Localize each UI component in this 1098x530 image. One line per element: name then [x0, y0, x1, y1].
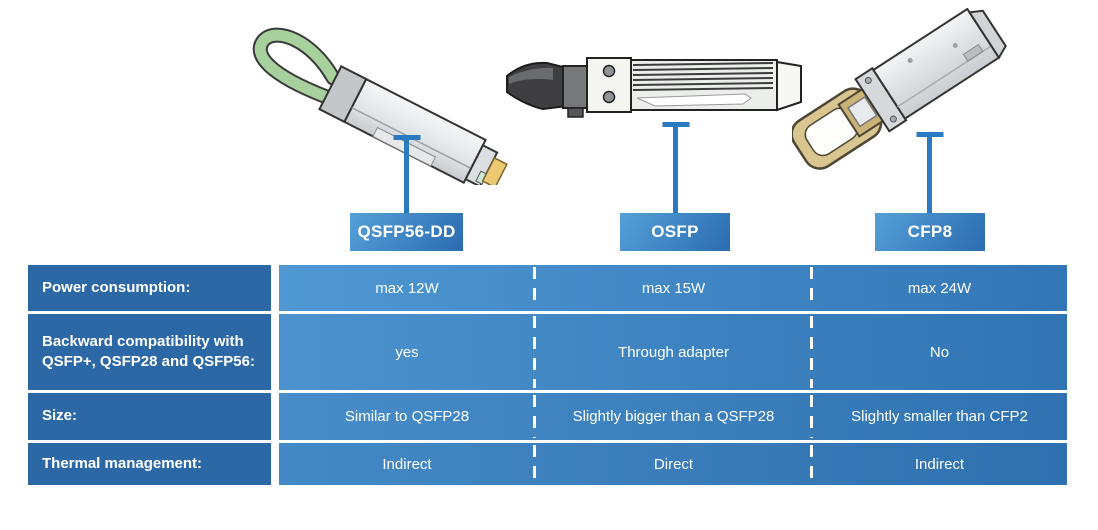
cell-osfp: Direct [653, 455, 694, 473]
cfp8-module-illustration [792, 8, 1007, 170]
table-row-thermal-management: Thermal management: Indirect Direct Indi… [28, 443, 1067, 485]
row-data: yes Through adapter No [279, 314, 1067, 390]
row-data: Similar to QSFP28 Slightly bigger than a… [279, 393, 1067, 440]
module-tip [776, 60, 802, 112]
cell-qsfp56-dd: max 12W [375, 279, 439, 297]
dashed-column-separator [810, 316, 813, 388]
cell-cfp8: No [929, 343, 950, 361]
dashed-column-separator [810, 267, 813, 309]
latch-window [846, 96, 878, 128]
row-data: Indirect Direct Indirect [279, 443, 1067, 485]
row-header: Size: [28, 393, 271, 440]
cell-cfp8: max 24W [907, 279, 972, 297]
callout-line-osfp [673, 122, 678, 213]
boot-neck [562, 65, 588, 109]
row-header: Thermal management: [28, 443, 271, 485]
module-label-text: QSFP56-DD [357, 222, 456, 241]
screw-dot [952, 42, 958, 48]
dashed-column-separator [533, 395, 536, 438]
module-label-text: OSFP [651, 222, 699, 241]
screw [602, 90, 616, 104]
cell-cfp8: Slightly smaller than CFP2 [851, 408, 1028, 425]
cell-osfp: max 15W [641, 279, 706, 297]
module-label-cfp8: CFP8 [875, 213, 985, 251]
dashed-column-separator [533, 445, 536, 483]
screw-dot [907, 57, 913, 63]
port-marking [962, 43, 984, 62]
row-header: Power consumption: [28, 265, 271, 311]
osfp-module-illustration [506, 57, 802, 118]
comparison-table: Power consumption: max 12W max 15W max 2… [28, 265, 1067, 485]
dashed-column-separator [810, 445, 813, 483]
table-row-size: Size: Similar to QSFP28 Slightly bigger … [28, 393, 1067, 440]
cell-qsfp56-dd: Indirect [382, 455, 432, 473]
gold-edge-connector [481, 156, 508, 185]
table-row-power-consumption: Power consumption: max 12W max 15W max 2… [28, 265, 1067, 311]
dashed-column-separator [533, 316, 536, 388]
screw [602, 64, 616, 78]
cell-osfp: Slightly bigger than a QSFP28 [572, 408, 775, 425]
screw [889, 115, 897, 123]
module-label-text: CFP8 [907, 222, 953, 241]
dashed-column-separator [533, 267, 536, 309]
callout-line-qsfp56-dd [404, 135, 409, 213]
green-pull-tab [254, 29, 339, 103]
cell-cfp8: Indirect [914, 455, 965, 473]
heatsink-ridges [632, 62, 774, 91]
row-data: max 12W max 15W max 24W [279, 265, 1067, 311]
module-body [343, 77, 487, 185]
cell-qsfp56-dd: yes [395, 343, 419, 361]
module-end-cap [967, 9, 1007, 60]
module-label-osfp: OSFP [620, 213, 730, 251]
label-recess [636, 93, 752, 107]
qsfp56-dd-module-illustration [252, 27, 508, 185]
callout-line-cfp8 [927, 132, 932, 213]
module-label-qsfp56-dd: QSFP56-DD [350, 213, 463, 251]
cell-osfp: Through adapter [618, 343, 729, 361]
table-row-backward-compatibility: Backward compatibility with QSFP+, QSFP2… [28, 314, 1067, 390]
cell-qsfp56-dd: Similar to QSFP28 [344, 408, 470, 425]
row-header: Backward compatibility with QSFP+, QSFP2… [28, 314, 271, 390]
dashed-column-separator [810, 395, 813, 438]
screw [864, 76, 872, 84]
